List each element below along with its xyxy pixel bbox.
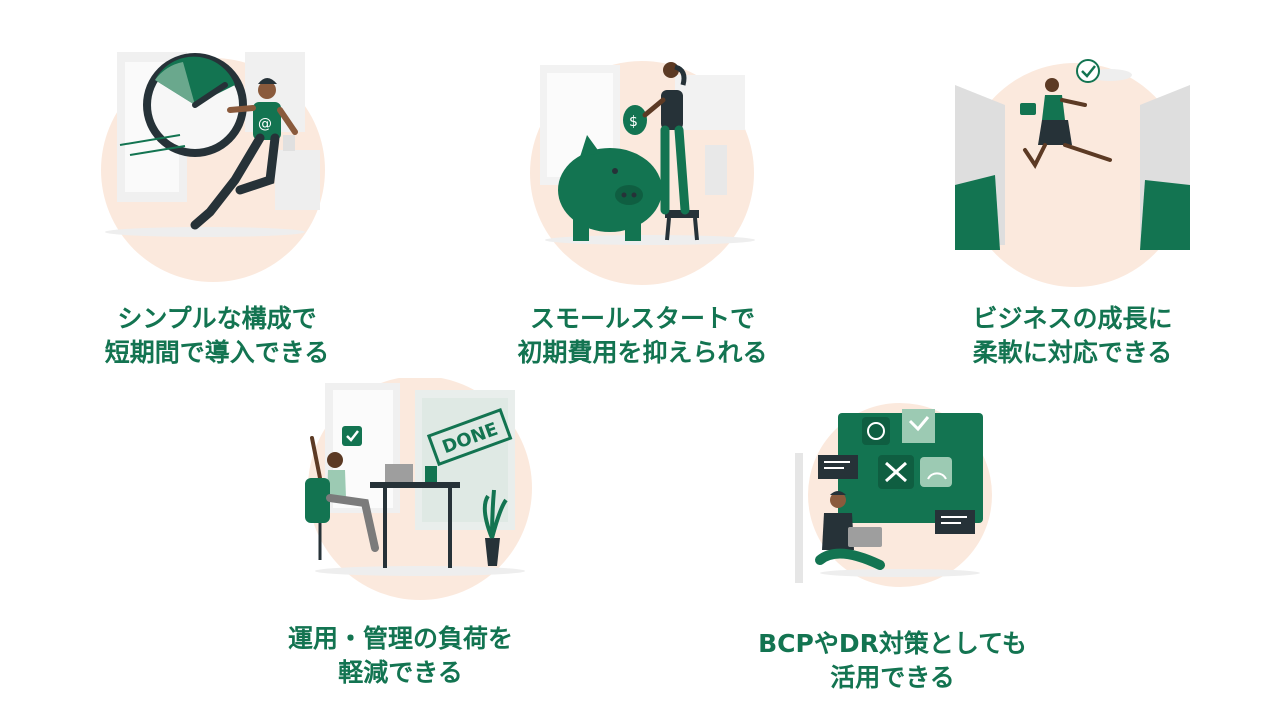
feature-caption-line: スモールスタートで (529, 304, 755, 333)
feature-caption-line: 活用できる (830, 663, 955, 692)
speed-runner-illustration: @ (101, 52, 325, 282)
feature-caption-line: シンプルな構成で (117, 304, 317, 333)
feature-caption: ビジネスの成長に 柔軟に対応できる (940, 302, 1205, 370)
svg-text:@: @ (258, 116, 272, 132)
feature-caption-line: 短期間で導入できる (104, 338, 330, 367)
feature-caption-line: 初期費用を抑えられる (517, 338, 768, 367)
svg-text:$: $ (629, 114, 638, 130)
feature-caption-line: 軽減できる (338, 658, 463, 687)
feature-caption-line: 柔軟に対応できる (972, 338, 1173, 367)
feature-caption: 運用・管理の負荷を 軽減できる (268, 622, 533, 690)
feature-caption-line: 運用・管理の負荷を (287, 624, 513, 653)
leaping-businesswoman-illustration (955, 59, 1190, 287)
feature-caption-line: ビジネスの成長に (972, 304, 1173, 333)
piggy-bank-illustration: $ (530, 61, 755, 285)
feature-caption: スモールスタートで 初期費用を抑えられる (490, 302, 795, 370)
dashboard-laptop-illustration (795, 403, 992, 587)
feature-caption: BCPやDR対策としても 活用できる (735, 627, 1050, 695)
done-desk-illustration: DONE (305, 378, 532, 600)
feature-caption-line: BCPやDR対策としても (758, 629, 1027, 658)
feature-caption: シンプルな構成で 短期間で導入できる (82, 302, 352, 370)
